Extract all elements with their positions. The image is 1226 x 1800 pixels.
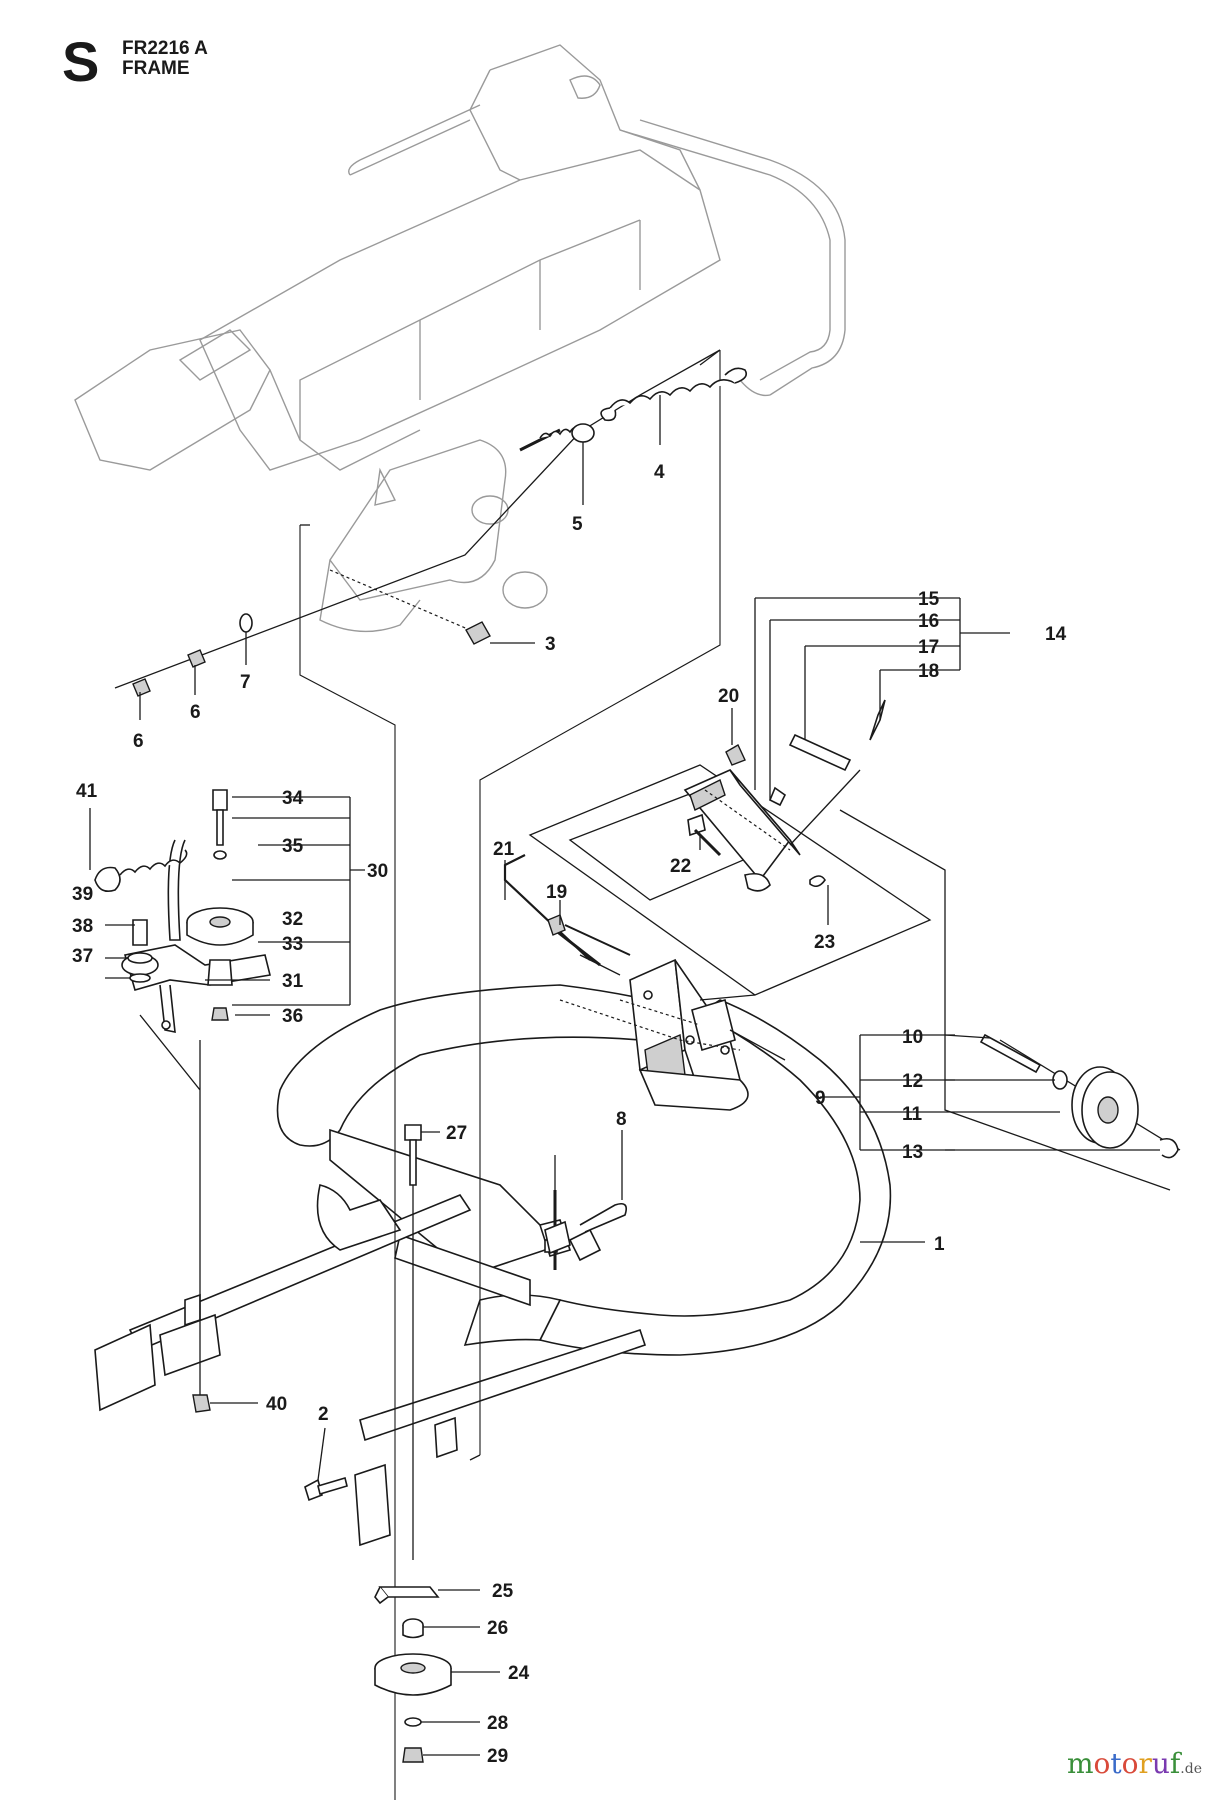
callout-21: 21 [493,839,515,860]
callout-27: 27 [446,1123,467,1144]
callout-15: 15 [918,589,940,610]
callout-6-lower: 6 [133,731,144,752]
callout-13: 13 [902,1142,923,1163]
idler-bracket-assembly [94,789,271,1033]
callout-20: 20 [718,686,739,707]
plate-assembly-14 [683,699,886,892]
nut-40 [192,1394,211,1413]
callout-24: 24 [508,1663,530,1684]
clip-pin-8 [544,1155,628,1270]
callout-12: 12 [902,1071,923,1092]
callout-30: 30 [367,861,388,882]
callout-23: 23 [814,932,835,953]
callout-3: 3 [545,634,556,655]
callout-2: 2 [318,1404,329,1425]
main-frame-bar [94,984,892,1547]
ghost-tractor-frame [74,44,846,633]
callout-40: 40 [266,1394,287,1415]
callout-7: 7 [240,672,251,693]
callout-4: 4 [654,462,665,483]
callout-31: 31 [282,971,304,992]
callout-14: 14 [1045,624,1067,645]
lower-pulley-stack [374,1586,452,1763]
callout-17: 17 [918,637,939,658]
callout-8: 8 [616,1109,627,1130]
callout-38: 38 [72,916,93,937]
callout-34: 34 [282,788,304,809]
callout-29: 29 [487,1746,508,1767]
callout-leader-lines [89,395,1160,1756]
watermark-logo: motoruf.de [1066,1747,1202,1780]
support-bracket-assembly [629,958,749,1111]
callout-19: 19 [546,882,567,903]
callout-25: 25 [492,1581,514,1602]
callout-5: 5 [572,514,583,535]
callout-33: 33 [282,934,303,955]
rod-21-bolt-19 [503,854,631,967]
bolt-27 [404,1124,422,1560]
bolt-2 [304,1476,348,1502]
callout-41: 41 [76,781,98,802]
callout-26: 26 [487,1618,508,1639]
section-letter: S [62,30,100,93]
callout-37: 37 [72,946,93,967]
callout-labels: 1 2 3 4 5 6 6 7 8 9 10 11 12 13 14 15 16… [72,462,1067,1767]
callout-10: 10 [902,1027,923,1048]
callout-36: 36 [282,1006,303,1027]
section-title: FRAME [122,58,190,79]
callout-16: 16 [918,611,939,632]
callout-18: 18 [918,661,939,682]
callout-11: 11 [902,1104,923,1125]
spring-rod-assembly [114,349,748,697]
callout-39: 39 [72,884,93,905]
callout-32: 32 [282,909,303,930]
callout-6-upper: 6 [190,702,201,723]
callout-35: 35 [282,836,304,857]
wheel-assembly [979,1033,1181,1159]
callout-22: 22 [670,856,691,877]
callout-28: 28 [487,1713,508,1734]
callout-1: 1 [934,1234,945,1255]
model-number: FR2216 A [122,38,208,59]
callout-9: 9 [815,1088,826,1109]
